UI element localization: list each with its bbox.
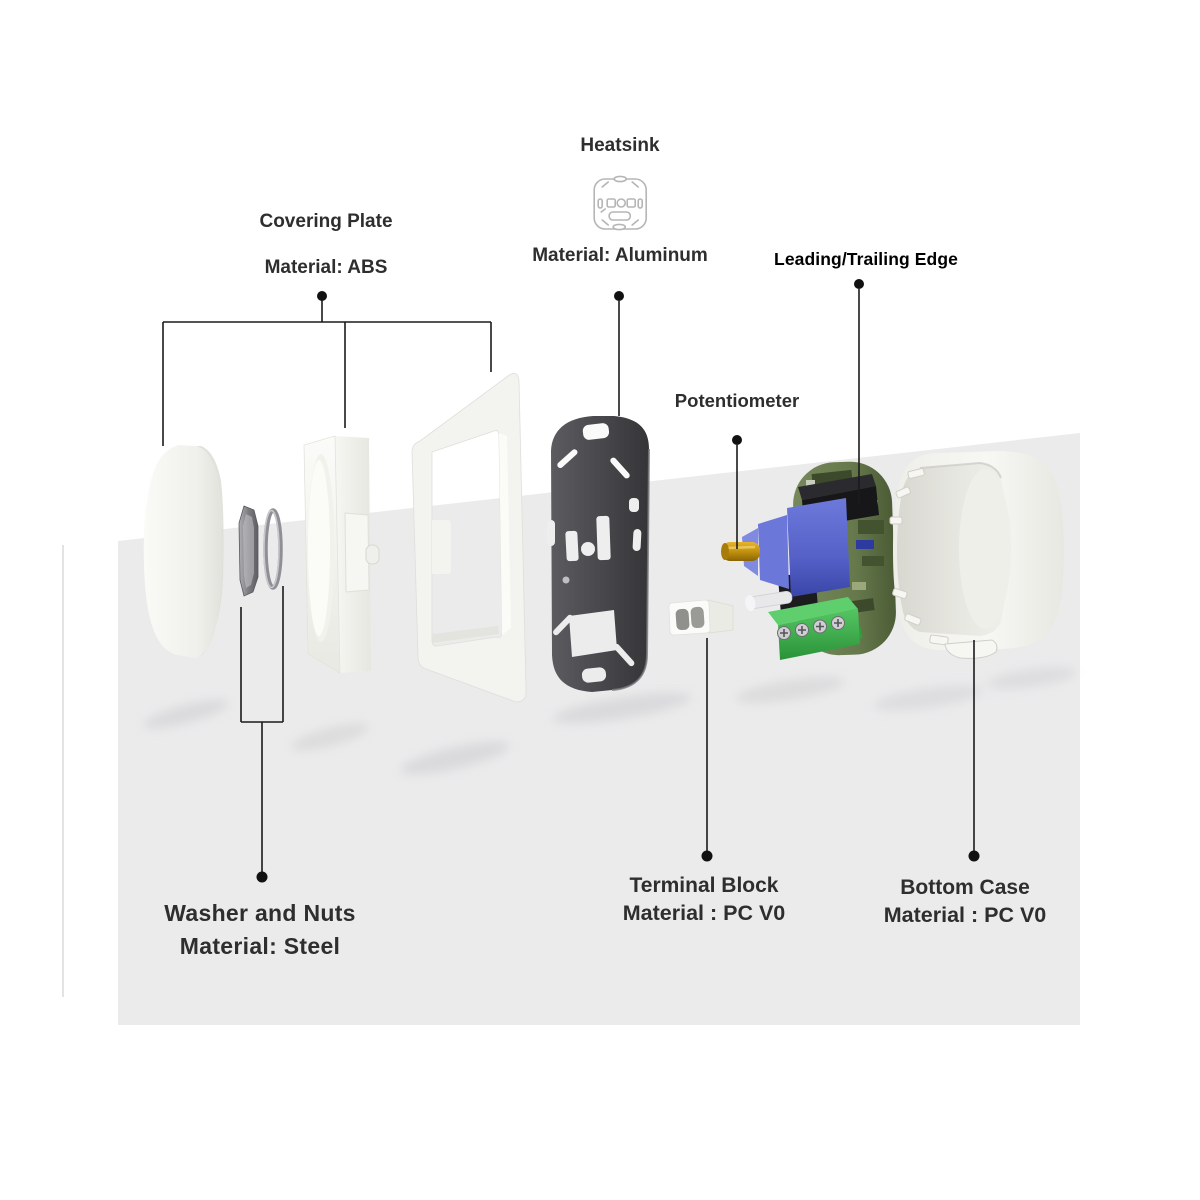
covering-plate-material: Material: ABS	[264, 256, 388, 278]
terminal-block-material: Material : PC V0	[622, 901, 786, 926]
heatsink-plate-part	[547, 416, 650, 692]
bottom-case-part	[889, 451, 1064, 659]
covering-plate-label: Covering Plate Material: ABS	[259, 211, 392, 279]
pcb-module-part	[721, 461, 896, 660]
terminal-block-label: Terminal Block Material : PC V0	[623, 874, 786, 926]
dimmer-plate-part	[303, 435, 380, 674]
leader-lines	[162, 289, 975, 872]
heatsink-label: Heatsink Material: Aluminum	[532, 135, 708, 267]
covering-plate-title: Covering Plate	[259, 211, 393, 232]
heatsink-title: Heatsink	[580, 135, 660, 156]
terminal-green-block	[768, 597, 860, 660]
potentiometer-title: Potentiometer	[674, 390, 800, 411]
white-pin	[745, 590, 793, 612]
washer-and-nuts-title: Washer and Nuts	[164, 900, 356, 926]
knob-part	[143, 444, 224, 658]
leader-dots	[256, 279, 980, 883]
washer-and-nuts-material: Material: Steel	[179, 933, 341, 960]
bottom-case-material: Material : PC V0	[883, 903, 1047, 928]
heatsink-material: Material: Aluminum	[532, 244, 708, 266]
heatsink-slots	[547, 423, 642, 683]
bottom-case-label: Bottom Case Material : PC V0	[884, 876, 1047, 928]
backdrop-edge-line	[62, 545, 64, 997]
terminal-block-part	[668, 599, 734, 636]
part-shadows	[143, 667, 1077, 775]
potentiometer-shaft	[721, 542, 760, 561]
washer-and-nuts-label: Washer and Nuts Material: Steel	[164, 900, 356, 960]
potentiometer-label: Potentiometer	[675, 390, 799, 411]
bottom-case-title: Bottom Case	[900, 876, 1030, 899]
washer-part	[263, 508, 283, 590]
leading-trailing-edge-label: Leading/Trailing Edge	[774, 249, 958, 269]
heatsink-icon	[589, 171, 651, 235]
terminal-block-title: Terminal Block	[629, 874, 779, 897]
covering-frame-part	[411, 373, 527, 703]
leading-trailing-edge-title: Leading/Trailing Edge	[774, 249, 958, 269]
hex-nut-part	[238, 505, 259, 597]
case-snap-tabs	[889, 468, 998, 659]
